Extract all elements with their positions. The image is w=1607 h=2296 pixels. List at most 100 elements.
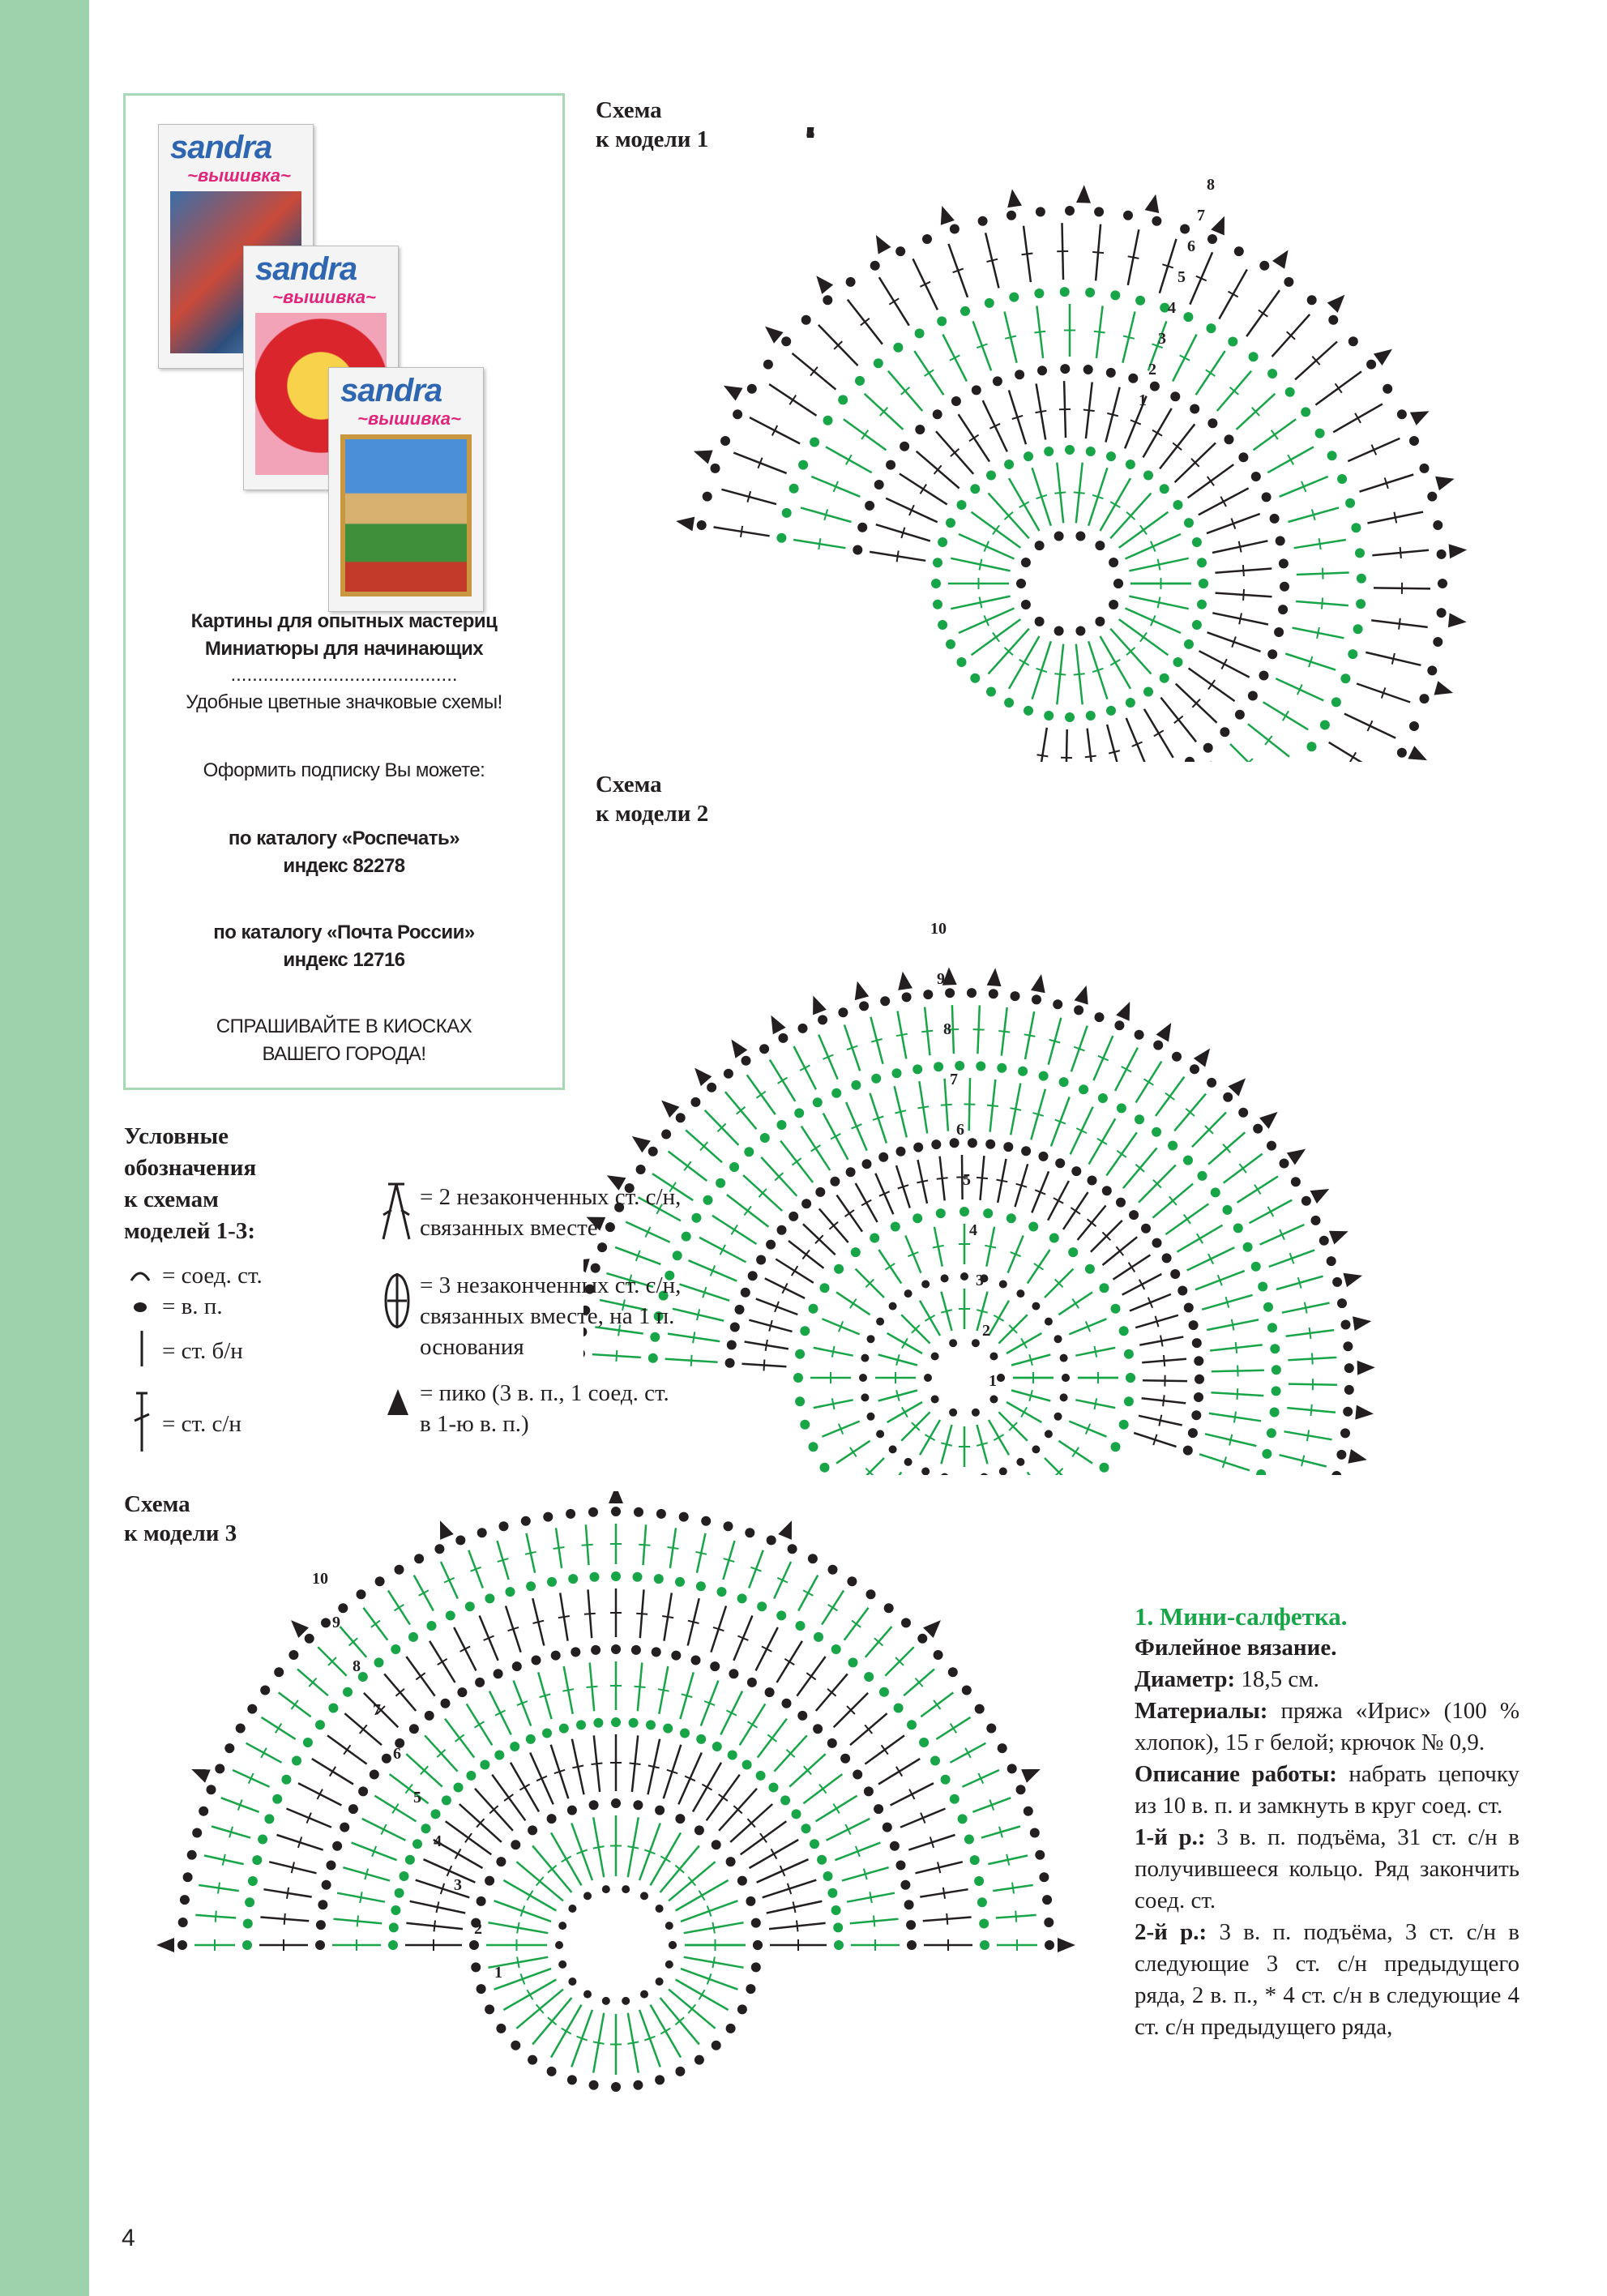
stitch-bar [1296, 684, 1303, 695]
stitch-bar [404, 1783, 413, 1794]
magazine-subtitle: ~вышивка~ [357, 408, 461, 429]
side-color-band [0, 0, 89, 2296]
row-number: 7 [1197, 207, 1205, 224]
stitch-bar [1003, 511, 1014, 520]
chain-stitch [851, 1080, 861, 1090]
chain-stitch [348, 1804, 358, 1815]
stitch-bar [535, 1876, 545, 1887]
stitch-bar [901, 1406, 908, 1418]
chain-stitch [1259, 670, 1269, 681]
chain-stitch [1149, 381, 1160, 391]
stitch-bar [507, 1626, 519, 1632]
stitch-bar [1008, 1422, 1018, 1431]
chain-stitch [1187, 1428, 1198, 1439]
chain-stitch [1250, 1261, 1261, 1272]
stitch-bar [968, 434, 980, 443]
chain-stitch [797, 1023, 808, 1033]
stitch-bar [553, 1768, 566, 1775]
stitch-bar [1196, 1233, 1203, 1244]
stitch-bar [696, 1309, 701, 1321]
chain-stitch [729, 1322, 740, 1332]
chain-stitch [1190, 1064, 1199, 1075]
stitch-bar [1019, 501, 1030, 508]
chain-stitch [590, 1263, 600, 1273]
stitch-bar [1073, 491, 1085, 494]
stitch-bar [618, 1324, 621, 1336]
stitch-bar [1152, 343, 1164, 349]
chain-stitch [915, 425, 925, 434]
chain-stitch [831, 1905, 841, 1915]
chain-stitch [859, 1001, 870, 1011]
chain-stitch [671, 1650, 682, 1661]
chain-stitch [651, 1647, 661, 1657]
row-number: 2 [1148, 361, 1156, 378]
legend-dc2tog: = 2 незаконченных ст. с/н, связанных вме… [420, 1182, 681, 1243]
chain-stitch [1016, 579, 1026, 588]
legend-line: связанных вместе, на 1 п. [420, 1303, 675, 1329]
stitch-bar [489, 1805, 499, 1815]
chain-stitch [949, 1408, 958, 1417]
chain-stitch [1222, 1204, 1233, 1215]
stitch-bar [1053, 1197, 1064, 1204]
chain-stitch [1427, 491, 1438, 502]
stitch-bar [1334, 383, 1343, 394]
row-number: 6 [956, 1121, 964, 1139]
row-number: 3 [454, 1876, 462, 1894]
stitch-bar [283, 1913, 286, 1925]
stitch-bar [260, 1747, 267, 1759]
picot [661, 1100, 680, 1118]
stitch-bar [576, 2035, 588, 2042]
legend-single-crochet: = ст. б/н [162, 1338, 243, 1364]
stitch-bar [1156, 596, 1161, 609]
chain-stitch [614, 1202, 625, 1212]
chain-stitch [1094, 1012, 1105, 1023]
stitch-bar [810, 366, 818, 377]
chain-stitch [870, 1233, 880, 1243]
stitch-bar [1019, 659, 1030, 666]
chain-stitch [1224, 434, 1234, 445]
stitch-bar [558, 1615, 570, 1619]
stitch-bar [1399, 546, 1402, 559]
chain-stitch [971, 1408, 980, 1417]
chain-stitch [632, 1571, 643, 1582]
chain-stitch [440, 1698, 451, 1708]
chain-stitch [1419, 463, 1430, 473]
chain-stitch [1024, 705, 1033, 716]
chain-stitch [1109, 558, 1119, 567]
chain-stitch [797, 1710, 808, 1721]
chain-stitch [989, 1395, 998, 1404]
ad-catalog: по каталогу «Почта России» [213, 921, 475, 943]
chain-stitch [781, 507, 792, 518]
row-number: 3 [806, 124, 814, 142]
stitch-bar [1108, 750, 1121, 755]
stitch-bar [1154, 1315, 1160, 1328]
chain-stitch [260, 1685, 271, 1695]
chain-stitch [992, 376, 1002, 387]
chain-stitch [733, 409, 743, 420]
stitch-bar [1028, 1353, 1033, 1366]
stitch-bar [358, 1724, 368, 1734]
chain-stitch [724, 1358, 735, 1368]
stitch-bar [1028, 1389, 1033, 1402]
stitch-bar [692, 1332, 696, 1344]
stitch-bar [1158, 1414, 1163, 1426]
picot [1144, 194, 1160, 213]
article-title: 1. Мини-салфетка. [1135, 1602, 1348, 1631]
chain-stitch [888, 1445, 897, 1454]
stitch-bar [1049, 1038, 1061, 1044]
stitch-bar [1222, 1144, 1232, 1153]
chain-stitch [863, 1786, 874, 1797]
stitch-bar [1054, 491, 1066, 494]
stitch-bar [977, 1772, 985, 1785]
chain-stitch [1054, 531, 1064, 541]
chain-stitch [1160, 302, 1170, 313]
stitch-bar [802, 1589, 814, 1597]
stitch-bar [470, 1566, 481, 1572]
chain-stitch [930, 1352, 939, 1361]
chain-stitch [1159, 484, 1169, 494]
legend-line: основания [420, 1334, 524, 1360]
stitch-bar [1121, 1066, 1132, 1073]
stitch-bar [459, 1645, 471, 1653]
chain-stitch [1267, 1323, 1277, 1333]
legend-title-line: Условные [124, 1123, 229, 1149]
